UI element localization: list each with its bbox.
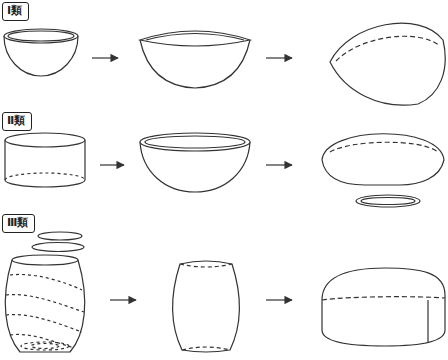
cylinder <box>5 133 85 187</box>
arrow <box>266 164 292 165</box>
arrow <box>92 57 118 58</box>
class-label-box: Ⅱ類 <box>2 112 32 131</box>
lens-shape <box>330 23 445 105</box>
barrel <box>173 261 240 352</box>
barrel-spiral <box>5 232 84 352</box>
rounded-block <box>322 268 445 346</box>
arrow <box>266 57 292 58</box>
bowl <box>140 133 250 192</box>
dome <box>322 134 444 207</box>
arrow <box>110 299 136 300</box>
class-label: Ⅰ類 <box>7 4 24 17</box>
class-label: Ⅱ類 <box>7 114 27 127</box>
arrow <box>100 164 124 165</box>
hemisphere <box>4 29 78 76</box>
class-label-box: Ⅲ類 <box>2 214 35 233</box>
lens-bowl <box>140 31 250 88</box>
arrow <box>266 299 292 300</box>
class-label: Ⅲ類 <box>7 216 30 229</box>
class-label-box: Ⅰ類 <box>2 2 29 21</box>
